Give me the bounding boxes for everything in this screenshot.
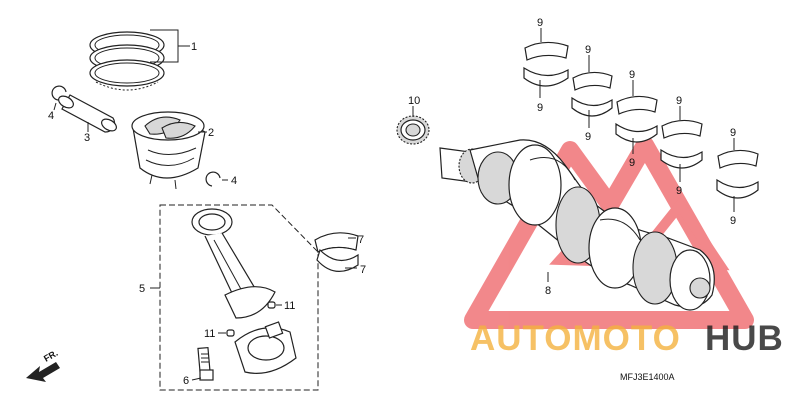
callout-10: 10 xyxy=(408,95,420,107)
main-bearing-4 xyxy=(660,119,703,169)
callout-11b: 11 xyxy=(204,328,215,340)
callout-1: 1 xyxy=(191,41,197,53)
piston-pin-clip-lower xyxy=(205,171,221,187)
main-bearing-2 xyxy=(571,71,613,117)
callout-9: 9 xyxy=(585,44,591,56)
callout-9: 9 xyxy=(676,95,682,107)
conrod-assembly-box xyxy=(159,204,319,391)
dowel-pin-upper xyxy=(267,301,276,309)
callout-9: 9 xyxy=(537,17,543,29)
primary-drive-gear xyxy=(396,115,430,145)
front-direction-label: FR. xyxy=(42,348,60,364)
diagram-code: MFJ3E1400A xyxy=(620,372,675,382)
rod-cap xyxy=(234,321,297,374)
callout-9: 9 xyxy=(629,157,635,169)
callout-3: 3 xyxy=(84,132,90,144)
leader-1 xyxy=(150,29,190,63)
leader-6 xyxy=(191,377,202,381)
callout-7b: 7 xyxy=(360,264,366,276)
main-bearing-1 xyxy=(523,41,569,87)
piston xyxy=(131,111,206,190)
bearing-leaders xyxy=(539,28,735,212)
callout-8: 8 xyxy=(545,285,551,297)
callout-9: 9 xyxy=(585,131,591,143)
conrod-bearing-lower xyxy=(316,248,359,272)
callout-9: 9 xyxy=(676,185,682,197)
piston-ring-set xyxy=(89,31,165,91)
conrod-bearing-upper xyxy=(314,232,359,253)
main-bearing-3 xyxy=(615,95,658,143)
callout-5: 5 xyxy=(139,283,145,295)
callout-11a: 11 xyxy=(284,300,295,312)
callout-9: 9 xyxy=(730,127,736,139)
rod-bolt xyxy=(197,346,214,381)
callout-4a: 4 xyxy=(48,110,54,122)
crankshaft xyxy=(439,139,715,311)
leader-4a xyxy=(53,102,57,111)
callout-2: 2 xyxy=(208,127,214,139)
piston-pin xyxy=(58,94,117,133)
connecting-rod xyxy=(191,208,276,319)
callout-9: 9 xyxy=(730,215,736,227)
callout-6: 6 xyxy=(183,375,189,387)
watermark-brand: AUTOMOTO HUB xyxy=(470,319,784,358)
front-direction-arrow-icon xyxy=(26,362,60,382)
dowel-pin-lower xyxy=(226,329,235,337)
watermark-brand-part2: HUB xyxy=(705,319,784,358)
callout-9: 9 xyxy=(629,69,635,81)
main-bearing-5 xyxy=(716,149,759,199)
callout-7a: 7 xyxy=(358,234,364,246)
watermark-brand-part1: AUTOMOTO xyxy=(470,319,681,358)
callout-9: 9 xyxy=(537,102,543,114)
piston-pin-clip xyxy=(51,85,67,101)
callout-4b: 4 xyxy=(231,175,237,187)
